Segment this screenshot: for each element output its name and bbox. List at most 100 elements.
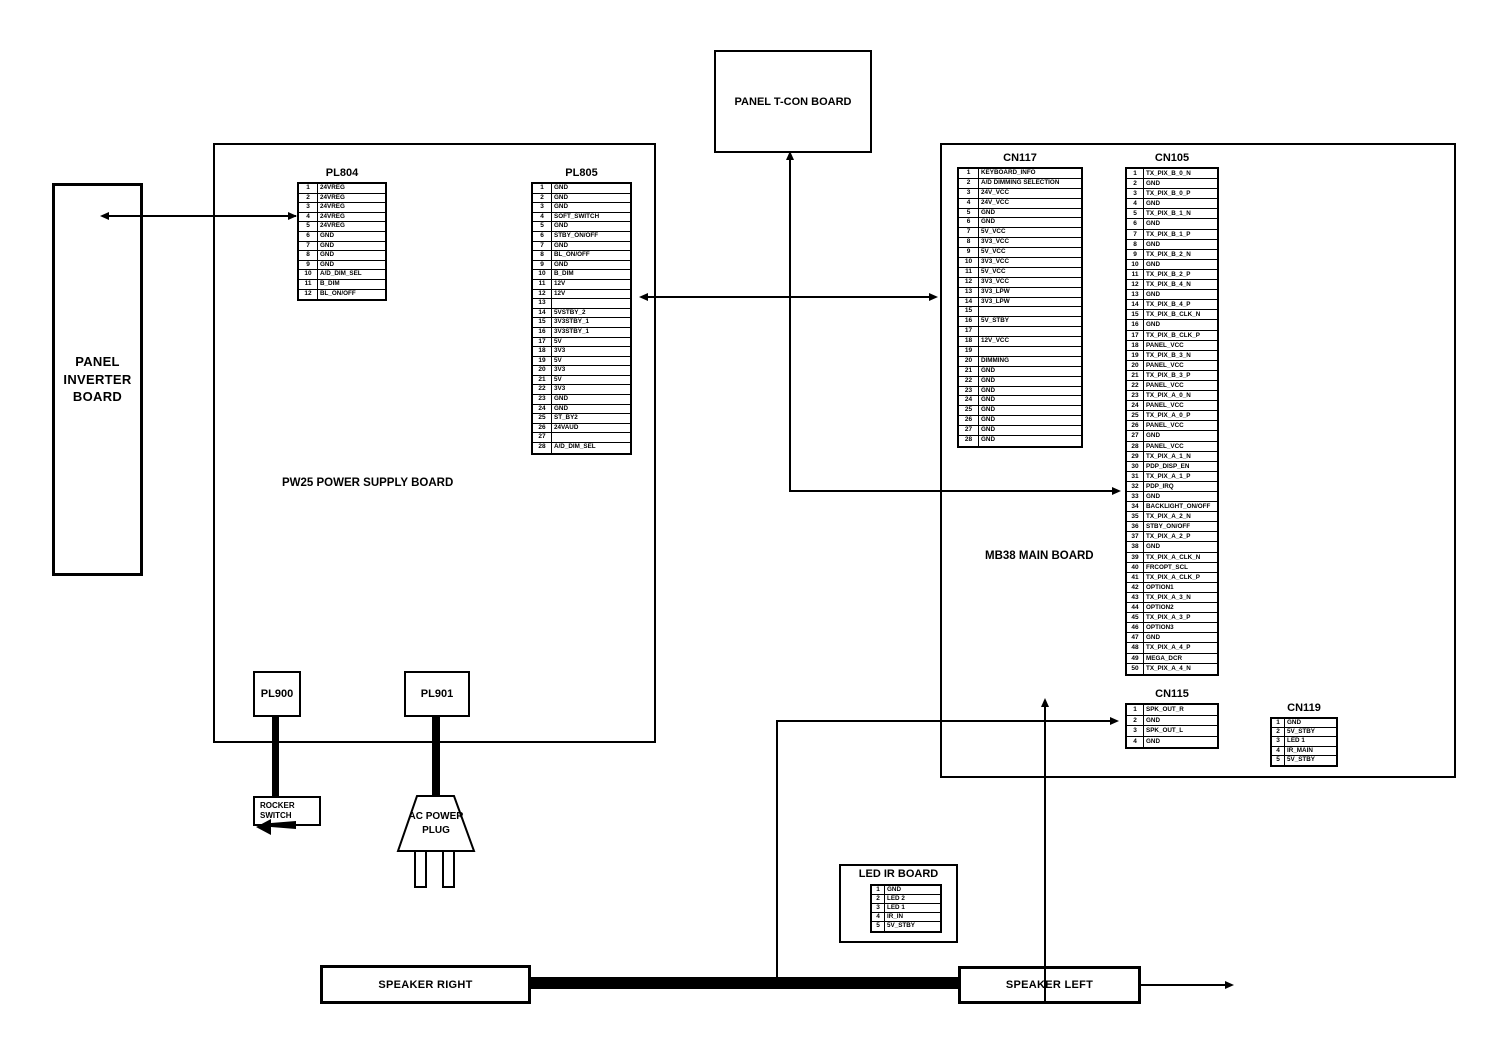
pin-number: 4 [959, 198, 979, 208]
pin-number: 19 [1127, 350, 1144, 360]
connector-title: CN119 [1287, 702, 1321, 714]
pin-name: GND [981, 208, 995, 216]
pin-number: 2 [959, 178, 979, 188]
pin-number: 7 [299, 241, 318, 251]
pin-number: 14 [959, 297, 979, 307]
pin-name: GND [1287, 719, 1301, 726]
connector-title: PL805 [565, 167, 598, 179]
tcon-to-cn105-line [789, 490, 1114, 492]
pin-number: 26 [1127, 421, 1144, 431]
pin-number: 9 [299, 260, 318, 270]
pin-number: 20 [533, 366, 552, 375]
pin-row: 13 [533, 299, 630, 309]
pin-name: PANEL_VCC [1146, 442, 1184, 450]
pin-name: FRCOPT_SCL [1146, 563, 1188, 571]
pin-name: PANEL_VCC [1146, 361, 1184, 369]
pl901-connector-box: PL901 [404, 671, 470, 717]
pin-name: GND [1146, 432, 1160, 440]
pin-name: 5V_STBY [1287, 755, 1315, 763]
pin-number: 8 [533, 251, 552, 260]
arrowhead-right-icon [1112, 487, 1121, 495]
pin-number: 41 [1127, 572, 1144, 582]
pin-number: 8 [959, 238, 979, 248]
pin-number: 27 [959, 426, 979, 436]
pin-name: OPTION3 [1146, 624, 1174, 632]
pin-number: 36 [1127, 522, 1144, 532]
pin-name: GND [1146, 737, 1160, 745]
pin-number: 5 [1272, 755, 1285, 765]
pin-name: 3V3_VCC [981, 258, 1010, 266]
pin-name: GND [1146, 321, 1160, 329]
speaker-cable [531, 977, 958, 989]
pin-number: 6 [959, 218, 979, 228]
pin-number: 42 [1127, 582, 1144, 592]
pin-number: 33 [1127, 492, 1144, 502]
pin-number: 3 [533, 203, 552, 212]
arrowhead-right-icon [1110, 716, 1119, 725]
pin-name: GND [320, 241, 334, 249]
pin-number: 2 [1127, 715, 1144, 725]
pin-number: 27 [533, 433, 552, 443]
pin-number: 25 [533, 414, 552, 423]
pin-number: 45 [1127, 613, 1144, 623]
pin-name: LED 1 [887, 904, 905, 911]
pin-name: GND [1146, 220, 1160, 228]
pin-number: 28 [959, 436, 979, 446]
pin-name: 3V3STBY_1 [554, 327, 590, 335]
pin-number: 39 [1127, 552, 1144, 562]
pin-number: 40 [1127, 562, 1144, 572]
connector-title: CN117 [1003, 152, 1037, 164]
pin-name: A/D_DIM_SEL [554, 443, 596, 451]
pin-name: BACKLIGHT_ON/OFF [1146, 503, 1211, 511]
pin-name: TX_PIX_A_CLK_P [1146, 573, 1200, 581]
pin-number: 12 [959, 277, 979, 287]
pin-name: 5V_STBY [1287, 728, 1315, 736]
pin-name: SPK_OUT_R [1146, 706, 1184, 713]
pin-number: 1 [533, 184, 552, 193]
pin-name: LED 2 [887, 895, 905, 902]
pin-row: 19 [959, 347, 1081, 357]
arrowhead-left-icon [100, 211, 109, 220]
pin-name: 3V3_VCC [981, 277, 1010, 285]
pin-name: 24VAUD [554, 423, 579, 431]
pin-name: 5V_VCC [981, 248, 1006, 256]
pin-number: 46 [1127, 623, 1144, 633]
pin-name: GND [554, 260, 568, 268]
rocker-switch-arrow-icon [256, 819, 296, 835]
pin-number: 44 [1127, 603, 1144, 613]
panel-inverter-board-label: PANEL INVERTER BOARD [63, 354, 132, 405]
ac-power-plug-label: AC POWER PLUG [408, 811, 464, 836]
pin-number: 18 [1127, 340, 1144, 350]
pin-number: 3 [959, 188, 979, 198]
